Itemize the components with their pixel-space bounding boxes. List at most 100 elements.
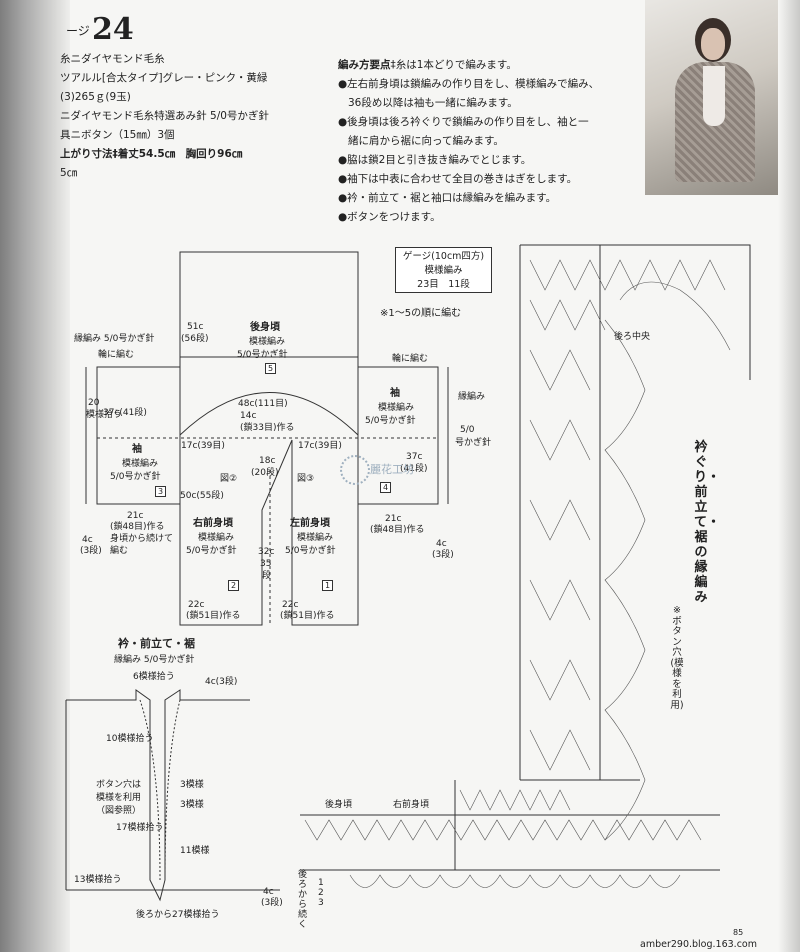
right-sleeve-name: 袖 <box>390 388 400 399</box>
book-spine-shadow <box>0 0 70 952</box>
dim-4a: 4c <box>82 535 93 545</box>
stitch-chart-title: 衿ぐり・前立て・裾の縁編み <box>694 440 721 605</box>
dim-14: 14c <box>240 411 257 421</box>
dim-21a: 21c <box>127 511 144 521</box>
left-front-name: 左前身頃 <box>290 518 330 529</box>
right-sleeve-number: 4 <box>380 482 391 493</box>
notes-title: 編み方要点 <box>338 59 391 71</box>
edge-right-label: 縁編み <box>458 392 486 402</box>
pick-label: 模様拾う <box>86 410 123 420</box>
edge-label-see: （図参照） <box>96 806 142 816</box>
notes-line: 36段め以降は袖も一緒に編みます。 <box>348 97 518 109</box>
edge-right-label-3: 号かぎ針 <box>455 438 492 448</box>
dim-4b: 4c <box>436 539 447 549</box>
dim-51: 51c <box>187 322 204 332</box>
gauge-value: 23目 11段 <box>417 279 470 290</box>
stitch-right-front: 右前身頃 <box>393 800 430 810</box>
dim-21b: 21c <box>385 514 402 524</box>
dim-22b: 22c <box>282 600 299 610</box>
left-front-hook: 5/0号かぎ針 <box>285 546 336 556</box>
edge-left-label: 縁編み 5/0号かぎ針 <box>74 334 155 344</box>
left-sleeve-outline <box>96 366 181 505</box>
notes-line: ●袖下は中表に合わせて全目の巻きはぎをします。 <box>338 173 578 185</box>
front-outline <box>179 357 359 626</box>
edge-label-6: 6模様拾う <box>133 672 175 682</box>
dim-48: 48c(111目) <box>238 399 288 409</box>
material-line: ニダイヤモンド毛糸特選あみ針 5/0号かぎ針 <box>60 110 269 122</box>
model-photo <box>645 0 778 195</box>
dim-20b: (20段) <box>251 468 279 478</box>
material-line: (3)265ｇ(9玉) <box>60 91 131 103</box>
edge-label-11: 11模様 <box>180 846 210 856</box>
dim-48a2: 身頃から続けて <box>110 534 174 544</box>
back-center-label: 後ろ中央 <box>614 332 651 342</box>
edge-label-27: 後ろから27模様拾う <box>136 910 220 920</box>
dim-17b: 17c(39目) <box>298 441 342 451</box>
material-line: 5㎝ <box>60 167 78 179</box>
right-sleeve-stitch: 模様編み <box>378 403 415 413</box>
knitting-notes: 編み方要点‡糸は1本どりで編みます。 ●左右前身頃は鎖編みの作り目をし、模様編み… <box>338 56 638 227</box>
right-sleeve-hook: 5/0号かぎ針 <box>365 416 416 426</box>
edge-chart-outline <box>66 689 250 902</box>
material-line: ツアルル[合太タイプ]グレー・ピンク・黄緑 <box>60 72 268 84</box>
edge-chart-subtitle: 縁編み 5/0号かぎ針 <box>114 655 195 665</box>
dim-33: (鎖33目)作る <box>240 423 295 433</box>
dim-51b: (鎖51目)作る <box>280 611 335 621</box>
row-continue-label: 後ろから続く <box>298 870 308 930</box>
dim-48b: (鎖48目)作る <box>370 525 425 535</box>
page-edge-shadow <box>778 0 800 952</box>
flower-logo-icon <box>340 455 370 485</box>
dim-48a3: 編む <box>110 546 129 556</box>
edge-label-3a: 3模様 <box>180 780 204 790</box>
edge-label-17: 17模様拾う <box>116 823 164 833</box>
dim-17a: 17c(39目) <box>181 441 225 451</box>
back-name: 後身頃 <box>250 322 280 333</box>
gauge-pattern: 模様編み <box>424 265 463 276</box>
dim-56: (56段) <box>181 334 209 344</box>
row-3: 3 <box>318 898 324 908</box>
row-1: 1 <box>318 878 324 888</box>
face-image <box>701 28 725 60</box>
dim-48a: (鎖48目)作る <box>110 522 165 532</box>
left-front-stitch: 模様編み <box>297 533 334 543</box>
ring-left-label: 輪に編む <box>98 350 135 360</box>
back-stitch: 模様編み <box>249 337 286 347</box>
right-front-hook: 5/0号かぎ針 <box>186 546 237 556</box>
notes-line: ‡糸は1本どりで編みます。 <box>390 59 517 71</box>
left-sleeve-stitch: 模様編み <box>122 459 159 469</box>
fig3-label: 図③ <box>297 474 315 484</box>
materials-list: 糸ニダイヤモンド毛糸 ツアルル[合太タイプ]グレー・ピンク・黄緑 (3)265ｇ… <box>60 50 269 183</box>
material-line: 上がり寸法‡着丈54.5㎝ 胸回り96㎝ <box>60 148 243 160</box>
edge-chart-title: 衿・前立て・裾 <box>118 637 195 650</box>
edge-label-use: 模様を利用 <box>96 793 142 803</box>
notes-line: 緒に肩から裾に向って編みます。 <box>348 135 504 147</box>
dim-22a: 22c <box>188 600 205 610</box>
back-upper-outline <box>179 251 359 358</box>
left-sleeve-name: 袖 <box>132 444 142 455</box>
edge-label-13: 13模様拾う <box>74 875 122 885</box>
notes-line: ●左右前身頃は鎖編みの作り目をし、模様編みで編み、 <box>338 78 600 90</box>
left-sleeve-hook: 5/0号かぎ針 <box>110 472 161 482</box>
right-front-stitch: 模様編み <box>198 533 235 543</box>
edge-label-3b: 3模様 <box>180 800 204 810</box>
order-note: ※1～5の順に編む <box>380 308 462 319</box>
notes-line: ●後身頃は後ろ衿ぐりで鎖編みの作り目をし、袖と一 <box>338 116 589 128</box>
dim-35: 35 <box>260 559 272 569</box>
notes-line: ●衿・前立て・裾と袖口は縁編みを編みます。 <box>338 192 557 204</box>
dim-50: 50c(55段) <box>180 491 224 501</box>
row-2: 2 <box>318 888 324 898</box>
button-hole-note: ※ボタン穴(模様を利用) <box>670 605 684 711</box>
back-number: 5 <box>265 363 276 374</box>
left-sleeve-number: 3 <box>155 486 166 497</box>
edge-label-3-b: (3段) <box>261 898 283 908</box>
stitch-back-body: 後身頃 <box>325 800 353 810</box>
ring-right-label: 輪に編む <box>392 354 429 364</box>
page-label: ージ <box>66 24 90 38</box>
dim-3b: (3段) <box>432 550 454 560</box>
dim-20: 20 <box>88 398 100 408</box>
stitch-chart-frame <box>520 244 751 380</box>
back-hook: 5/0号かぎ針 <box>237 350 288 360</box>
dim-41b: (41段) <box>400 464 428 474</box>
notes-line: ●ボタンをつけます。 <box>338 211 441 223</box>
dim-35b: 段 <box>262 571 272 581</box>
